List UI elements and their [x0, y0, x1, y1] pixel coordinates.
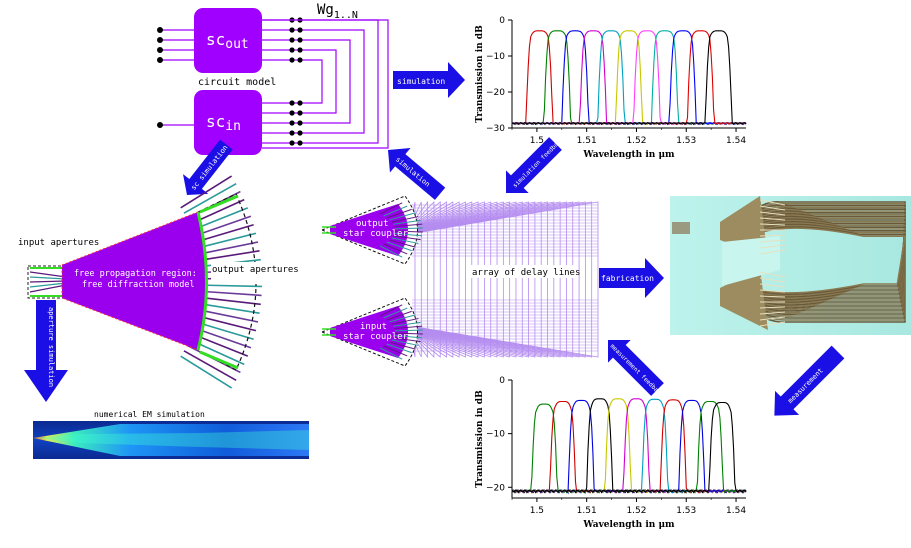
- sc-in-block: [194, 90, 262, 155]
- channel-curve: [511, 30, 747, 126]
- y-tick-label: −10: [486, 52, 505, 62]
- chip-input-stub: [672, 222, 690, 234]
- arrow-simulation-mid: simulation: [388, 148, 446, 200]
- y-tick-label: −30: [486, 124, 505, 134]
- em-simulation: numerical EM simulation: [33, 410, 309, 459]
- y-tick-label: −20: [486, 483, 505, 493]
- delay-lines-label-bg: [468, 265, 578, 278]
- x-axis-label: Wavelength in μm: [582, 520, 675, 530]
- sc-out-label: scout: [206, 30, 249, 52]
- x-axis-label: Wavelength in μm: [582, 150, 675, 160]
- channel-curve: [511, 30, 747, 126]
- delay-lines-label: array of delay lines: [472, 268, 580, 278]
- input-apertures-label: input apertures: [18, 238, 99, 248]
- wg-label: Wg1..N: [317, 2, 358, 21]
- output-star-coupler: [320, 195, 423, 265]
- output-aperture-waveguides: [180, 175, 262, 389]
- channel-curve: [511, 30, 747, 126]
- arrow-simulation-top: simulation: [393, 62, 465, 98]
- x-tick-label: 1.51: [577, 136, 597, 146]
- x-tick-label: 1.52: [626, 136, 646, 146]
- input-aperture-waveguides: [29, 267, 67, 297]
- channel-curve: [511, 30, 747, 126]
- x-tick-label: 1.51: [577, 506, 597, 516]
- star-coupler-model: input apertures free propagation region:…: [18, 175, 299, 389]
- x-tick-label: 1.52: [626, 506, 646, 516]
- em-beam: [33, 424, 309, 456]
- arrow-simulation-top-label: simulation: [397, 77, 445, 86]
- channel-curve: [511, 30, 747, 126]
- fpr-label-2: free diffraction model: [82, 280, 195, 290]
- input-coupler-label-1: input: [360, 322, 387, 332]
- arrow-fabrication-label: fabrication: [601, 274, 654, 283]
- em-beam-core: [33, 430, 309, 450]
- sc-in-label: scin: [206, 112, 241, 134]
- simulated-spectrum-chart: 0 −10 −20 −30 1.5 1.51 1.52 1.53 1.54Wavelength …: [475, 16, 747, 160]
- y-axis-label: Transmission in dB: [475, 25, 485, 123]
- x-tick-label: 1.5: [530, 136, 544, 146]
- x-tick-label: 1.53: [676, 136, 696, 146]
- circuit-caption: circuit model: [198, 77, 276, 88]
- input-star-coupler: [320, 297, 423, 367]
- sc-out-block: [194, 8, 262, 73]
- awg-layout: array of delay lines output star coupler…: [320, 195, 599, 367]
- arrow-measurement-feedback-label: measurement feedback: [609, 343, 665, 399]
- em-title: numerical EM simulation: [94, 410, 205, 419]
- fpr-label-1: free propagation region:: [74, 269, 197, 279]
- x-tick-label: 1.54: [726, 136, 746, 146]
- waveguide-lines: [157, 17, 389, 149]
- y-axis-label: Transmission in dB: [475, 390, 485, 488]
- output-coupler-label-2: star coupler: [343, 229, 409, 239]
- y-tick-label: 0: [499, 16, 505, 26]
- x-tick-label: 1.53: [676, 506, 696, 516]
- chip-waveguides: [720, 196, 906, 330]
- channel-curve: [511, 30, 747, 126]
- output-aperture-arc: [196, 211, 208, 351]
- channel-curve: [511, 30, 747, 126]
- arrow-aperture-simulation: aperture simulation: [24, 300, 68, 402]
- arrow-measurement-feedback: measurement feedback: [608, 340, 665, 399]
- arrow-aperture-simulation-label: aperture simulation: [47, 307, 55, 387]
- delay-lines: [409, 200, 599, 359]
- channel-curve: [511, 30, 747, 126]
- output-apertures-label: output apertures: [212, 265, 299, 275]
- channel-curve: [511, 30, 747, 126]
- y-tick-label: −20: [486, 88, 505, 98]
- channel-curve: [511, 401, 747, 494]
- channel-curve: [511, 30, 747, 126]
- output-coupler-label-1: output: [356, 219, 389, 229]
- fabricated-chip: [670, 196, 911, 335]
- y-tick-label: 0: [499, 376, 505, 386]
- channel-curve: [511, 30, 747, 126]
- x-tick-label: 1.5: [530, 506, 544, 516]
- arrow-measurement: measurement: [774, 345, 845, 416]
- arrow-fabrication: fabrication: [599, 258, 664, 298]
- y-tick-label: −10: [486, 430, 505, 440]
- input-coupler-label-2: star coupler: [343, 332, 409, 342]
- output-apertures-label-bg: [211, 262, 275, 284]
- x-tick-label: 1.54: [726, 506, 746, 516]
- circuit-model: scout scin circuit model Wg1..N: [157, 2, 389, 155]
